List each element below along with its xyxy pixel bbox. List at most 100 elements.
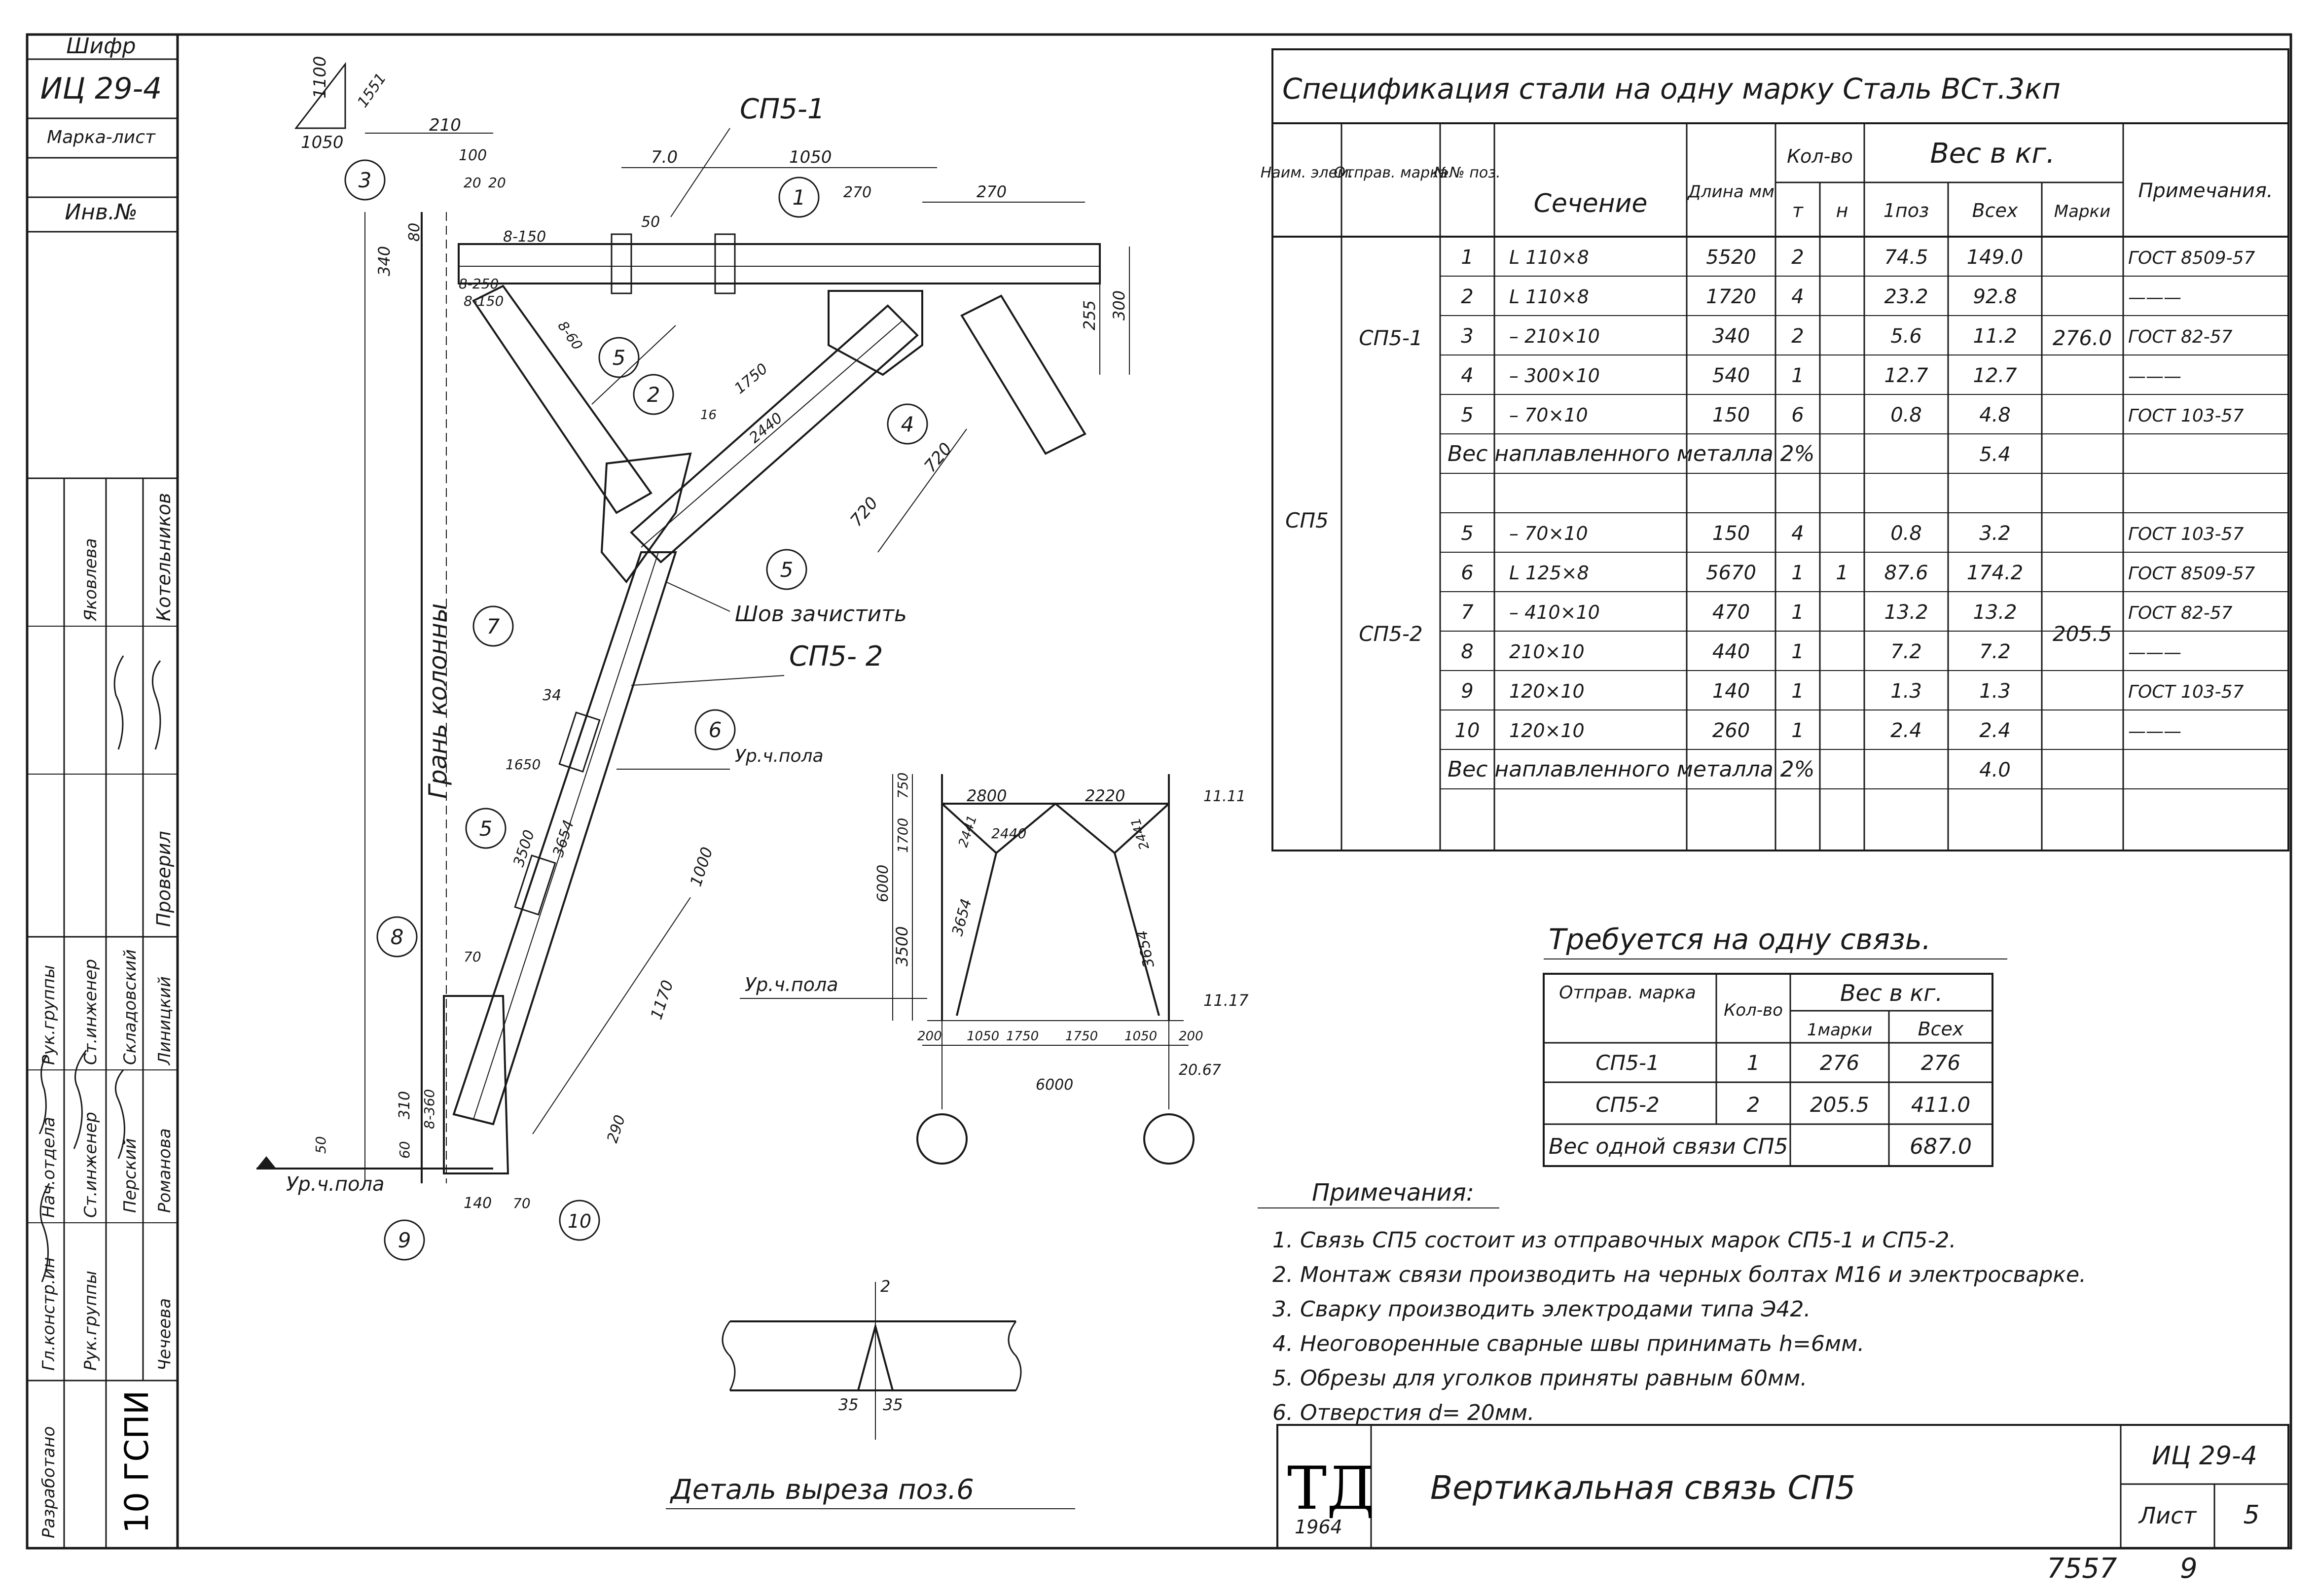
scheme-bottom-1: 1050 <box>967 1029 999 1044</box>
mark-sheet-label: Марка-лист <box>47 127 156 147</box>
scheme-level-label: Ур.ч.пола <box>745 974 838 995</box>
brace-drawing: Грань колонны Ур.ч.пола 1100 1050 1551 <box>256 56 1130 1261</box>
dim-290: 290 <box>604 1113 629 1145</box>
slope-top: 1100 <box>310 56 330 99</box>
gusset-top <box>828 290 923 376</box>
detail-dim-2: 2 <box>880 1277 890 1296</box>
dim-1650: 1650 <box>506 756 541 773</box>
spec-group-total: 276.0 <box>2053 326 2112 350</box>
spec-element: СП5 <box>1285 508 1329 532</box>
spec-cell-note: ГОСТ 103-57 <box>2128 682 2244 702</box>
spec-cell-wall: 12.7 <box>1973 364 2017 387</box>
spec-cell-note: ГОСТ 103-57 <box>2128 524 2244 544</box>
spec-cell-qty-t: 1 <box>1791 364 1804 387</box>
left-strip: Шифр ИЦ 29-4 Марка-лист Инв.№ Разработан… <box>27 34 178 1548</box>
spec-cell-w1: 1.3 <box>1890 680 1922 703</box>
signature-marks-1 <box>38 1055 50 1282</box>
dim-20b: 20 <box>488 175 506 191</box>
detail-dim-35a: 35 <box>838 1395 859 1414</box>
dim-310: 310 <box>396 1091 413 1119</box>
scheme-diag-1: 3654 <box>949 897 976 938</box>
spec-cell-note: ——— <box>2128 287 2181 308</box>
dim-270b: 270 <box>977 182 1007 201</box>
sheet-number: 5 <box>2243 1500 2259 1530</box>
req-total-label: Вес одной связи СП5 <box>1549 1134 1788 1159</box>
callout-5a: 5 <box>598 337 640 378</box>
footer-page: 9 <box>2180 1553 2198 1585</box>
spec-cell-w1: 2.4 <box>1890 719 1922 742</box>
scheme-level-top: 11.11 <box>1203 788 1246 805</box>
req-hdr-qty: Кол-во <box>1724 1000 1783 1020</box>
right-diagonal <box>960 294 1087 455</box>
scheme-dim-6000: 6000 <box>874 865 892 902</box>
spec-cell-length: 140 <box>1712 680 1750 703</box>
spec-cell-w1: 23.2 <box>1884 285 1928 308</box>
detail-dim-35b: 35 <box>883 1395 903 1414</box>
scheme-dim-3500: 3500 <box>893 926 911 966</box>
role-senior-engineer-2: Ст.инженер <box>81 959 101 1065</box>
spec-cell-wall: 174.2 <box>1967 562 2024 584</box>
dim-70b: 70 <box>464 949 481 965</box>
dim-3654: 3654 <box>549 818 578 859</box>
dim-60: 60 <box>397 1141 413 1159</box>
column-face-label: Грань колонны <box>424 603 452 799</box>
hdr-pos: №№ поз. <box>1433 164 1500 181</box>
role-group-lead-2: Рук.группы <box>81 1271 101 1371</box>
spec-cell-wall: 3.2 <box>1979 522 2011 545</box>
main-diagonal-upper <box>630 304 919 564</box>
scheme-diag-2: 3654 <box>1133 929 1158 969</box>
callout-1: 1 <box>778 177 820 218</box>
cut-detail: 2 35 35 Деталь выреза поз.6 <box>666 1277 1075 1509</box>
note-6: 6. Отверстия d= 20мм. <box>1272 1400 1534 1425</box>
callout-6: 6 <box>694 709 736 750</box>
name-yakovleva: Яковлева <box>81 538 101 622</box>
spec-cell-qty-t: 2 <box>1791 325 1804 348</box>
drawing-title: Вертикальная связь СП5 <box>1430 1469 1855 1507</box>
signature-marks-3 <box>113 655 161 750</box>
scheme-span: 6000 <box>1036 1076 1073 1094</box>
mark-sp5-2: СП5- 2 <box>789 640 883 673</box>
svg-text:9: 9 <box>398 1228 411 1252</box>
required-cell: 1 <box>1747 1051 1760 1075</box>
logo-td: ТД <box>1287 1454 1375 1523</box>
scheme-bottom-3: 1750 <box>1065 1029 1098 1044</box>
dim-8-150b: 8-150 <box>464 293 504 309</box>
name-kotelnikov: Котельников <box>153 493 175 621</box>
dim-20a: 20 <box>464 175 481 191</box>
required-table: Требуется на одну связь. Отправ. марка К… <box>1543 922 2007 1167</box>
dim-720a: 720 <box>920 439 956 476</box>
spec-cell-length: 150 <box>1712 404 1750 426</box>
scheme-dim-2220: 2220 <box>1085 786 1125 805</box>
spec-group-mark: СП5-2 <box>1359 622 1423 646</box>
spec-cell-wall: 149.0 <box>1967 246 2024 269</box>
spec-cell-qty-t: 4 <box>1791 285 1804 308</box>
archive-label: Шифр <box>66 34 136 59</box>
spec-cell-section: – 210×10 <box>1509 325 1600 347</box>
spec-cell-section: L 110×8 <box>1509 247 1589 268</box>
svg-text:10: 10 <box>568 1210 591 1232</box>
spec-cell-wall: 13.2 <box>1973 601 2017 624</box>
spec-weld-value: 4.0 <box>1979 759 2011 781</box>
svg-text:7: 7 <box>487 614 500 638</box>
spec-cell-qty-t: 1 <box>1791 719 1804 742</box>
note-4: 4. Неоговоренные сварные швы принимать h… <box>1272 1331 1864 1356</box>
callout-4: 4 <box>887 403 928 445</box>
scheme-level-value: 11.17 <box>1203 991 1249 1010</box>
slope-hyp: 1551 <box>354 70 390 111</box>
spec-cell-note: ——— <box>2128 642 2181 663</box>
hdr-wall: Всех <box>1972 200 2018 221</box>
sheet-frame <box>26 33 2292 1550</box>
notes-title: Примечания: <box>1312 1179 1474 1206</box>
floor-level-label-left: Ур.ч.пола <box>286 1173 385 1196</box>
signature-marks-2 <box>73 1050 125 1159</box>
spec-cell-wall: 92.8 <box>1973 285 2017 308</box>
hdr-w1: 1поз <box>1883 200 1929 221</box>
base-plate <box>443 995 509 1174</box>
axis-marker-left <box>916 1113 968 1165</box>
callout-3: 3 <box>344 159 386 201</box>
brace-scheme: 2800 2440 2220 11.11 750 1700 6000 3500 … <box>740 773 1249 1165</box>
spec-cell-section: 120×10 <box>1509 720 1585 742</box>
spec-cell-note: ГОСТ 103-57 <box>2128 406 2244 426</box>
note-2: 2. Монтаж связи производить на черных бо… <box>1272 1262 2086 1287</box>
